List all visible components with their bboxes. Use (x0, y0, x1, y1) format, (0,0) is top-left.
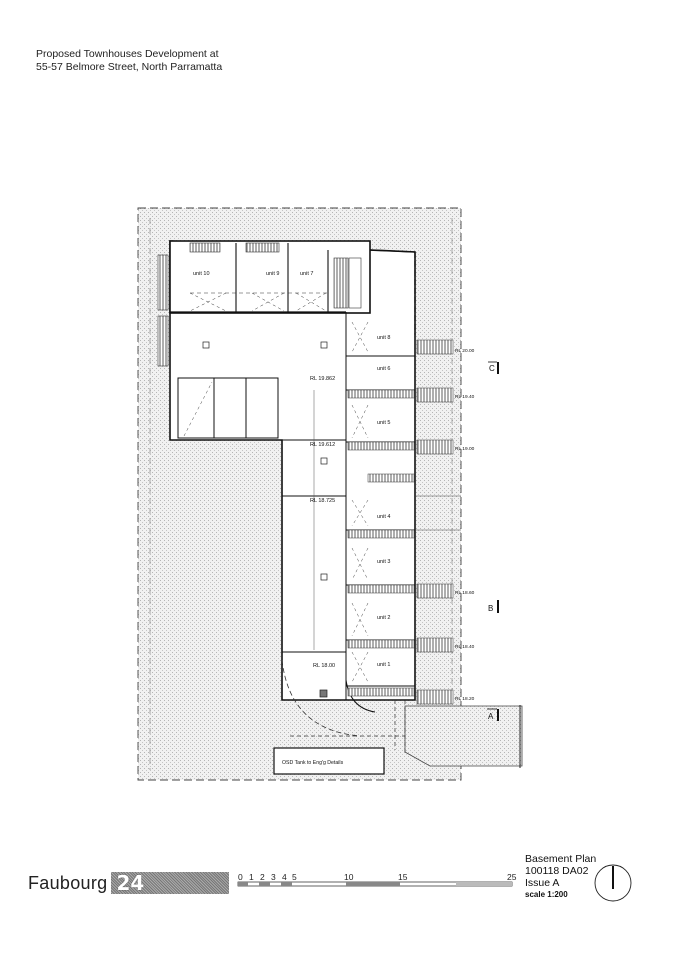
north-arrow-icon (594, 864, 632, 902)
section-marker-a: A (487, 708, 499, 721)
unit-label-5: unit 5 (377, 420, 390, 426)
unit-label-3: unit 3 (377, 559, 390, 565)
osd-tank (273, 747, 385, 775)
issue-label: Issue A (525, 877, 560, 889)
scale-label-0: 0 (238, 872, 243, 882)
logo-number: 24 (116, 871, 145, 895)
drawing-number: 100118 DA02 (525, 865, 589, 877)
right-level-3: RL 19.00 (455, 446, 475, 452)
scale-bar (237, 881, 513, 887)
right-level-6: RL 18.20 (455, 696, 475, 702)
header-line-1: Proposed Townhouses Development at (36, 48, 219, 60)
right-level-4: RL 18.60 (455, 590, 475, 596)
logo-badge: 24 (111, 871, 230, 895)
osd-tank-note: OSD Tank to Eng'g Details (282, 760, 344, 766)
right-level-2: RL 19.40 (455, 394, 475, 400)
scale-label-3: 3 (271, 872, 276, 882)
svg-text:A: A (488, 712, 494, 721)
scale-label-1: 1 (249, 872, 254, 882)
faubourg-logo: Faubourg 24 (28, 871, 230, 895)
drawing-scale: scale 1:200 (525, 890, 568, 899)
sheet-title: Basement Plan (525, 853, 597, 865)
unit-label-7: unit 7 (300, 271, 313, 277)
unit-label-8: unit 8 (377, 335, 390, 341)
right-unit-rows (346, 321, 415, 697)
level-label-3: RL 18.725 (310, 498, 335, 504)
section-marker-c: C (488, 361, 499, 374)
right-level-1: RL 20.00 (455, 348, 475, 354)
title-block: Basement Plan 100118 DA02 Issue A scale … (525, 853, 596, 901)
scale-label-5: 5 (292, 872, 297, 882)
svg-text:B: B (488, 604, 493, 613)
scale-label-15: 15 (398, 872, 408, 882)
unit-label-10: unit 10 (193, 271, 210, 277)
unit-label-9: unit 9 (266, 271, 279, 277)
right-level-5: RL 18.40 (455, 644, 475, 650)
driveway-ramp (404, 705, 523, 767)
section-marker-b: B (488, 600, 499, 613)
unit-label-6: unit 6 (377, 366, 390, 372)
external-stairs (415, 339, 461, 705)
scale-label-10: 10 (344, 872, 354, 882)
level-label-1: RL 19.862 (310, 376, 335, 382)
scale-label-25: 25 (507, 872, 517, 882)
scale-label-4: 4 (282, 872, 287, 882)
level-label-2: RL 19.612 (310, 442, 335, 448)
drawing-header: Proposed Townhouses Development at 55-57… (36, 48, 222, 74)
unit-label-1: unit 1 (377, 662, 390, 668)
svg-text:C: C (489, 364, 495, 373)
header-line-2: 55-57 Belmore Street, North Parramatta (36, 61, 223, 73)
unit-label-2: unit 2 (377, 615, 390, 621)
scale-label-2: 2 (260, 872, 265, 882)
level-label-4: RL 18.00 (313, 663, 335, 669)
logo-text: Faubourg (28, 872, 108, 893)
unit-label-4: unit 4 (377, 514, 390, 520)
